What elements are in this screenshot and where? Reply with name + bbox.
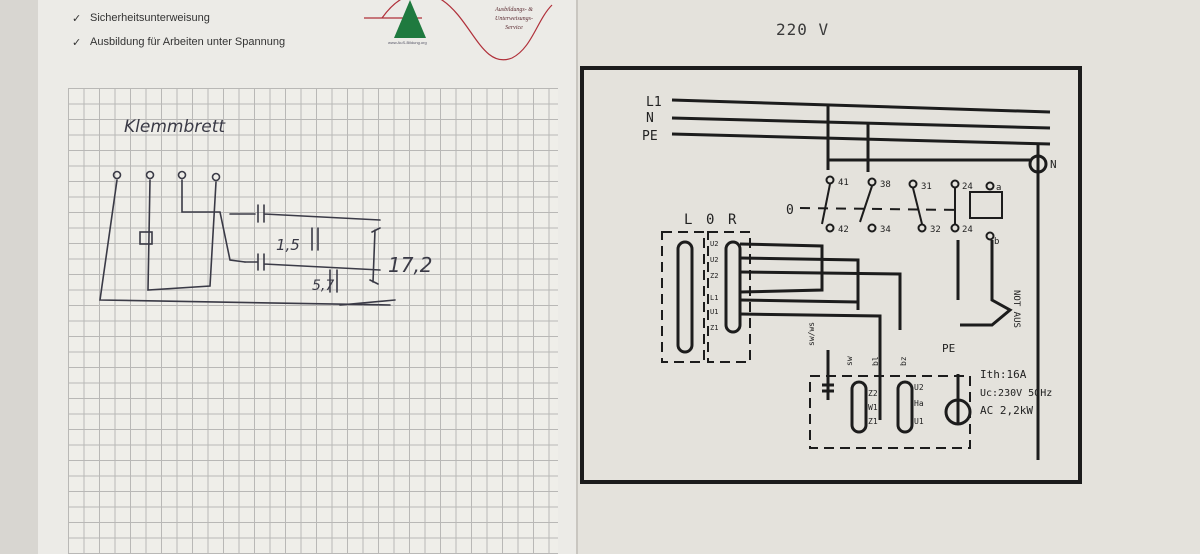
switch-position-label: 0 <box>706 212 714 228</box>
rail-n <box>671 116 1051 130</box>
wire-label: bz <box>899 356 908 366</box>
checklist-item: ✓ Ausbildung für Arbeiten unter Spannung <box>72 30 285 54</box>
voltage-label: 220 V <box>776 20 830 39</box>
logo-triangle-icon <box>394 0 426 38</box>
motor-terminal-label: Z2 <box>868 389 878 398</box>
checklist-item-label: Sicherheitsunterweisung <box>90 12 210 24</box>
contact-label: 31 <box>921 182 932 192</box>
not-aus-label: NOT AUS <box>1011 290 1021 328</box>
rail-label: PE <box>642 129 658 144</box>
motor-terminal-label: U1 <box>914 417 924 426</box>
page-edge <box>0 0 38 554</box>
motor-terminal-label: W1 <box>868 403 878 412</box>
contact-label: b <box>994 237 999 247</box>
sketch-dim-3: 17,2 <box>388 253 433 277</box>
sketch-title: Klemmbrett <box>124 117 226 137</box>
switch-block-left <box>661 231 705 363</box>
motor-terminal-label: Z1 <box>868 417 878 426</box>
graph-paper <box>68 88 558 554</box>
wiring-schematic: L1 N PE N 41 38 31 24 a 42 34 32 24 b 0 … <box>580 66 1082 484</box>
contact-label: 38 <box>880 180 891 190</box>
contact-label: a <box>996 183 1001 193</box>
terminal-label: U1 <box>710 308 718 316</box>
sketch-dim-1: 1,5 <box>276 236 300 254</box>
terminal-label: U2 <box>710 256 718 264</box>
rail-pe <box>671 132 1051 146</box>
pe-label: PE <box>942 342 955 355</box>
logo-text-line: Service <box>505 25 523 31</box>
contact-label: 24 <box>962 225 973 235</box>
right-sheet <box>578 0 1200 554</box>
sketch-terminal <box>211 172 221 182</box>
checklist-item-label: Ausbildung für Arbeiten unter Spannung <box>90 36 286 48</box>
contact-label: 42 <box>838 225 849 235</box>
zero-label: 0 <box>786 203 794 218</box>
neutral-terminal-icon <box>1028 154 1048 174</box>
contact-label: 34 <box>880 225 891 235</box>
sketch-dim-2: 5,7 <box>312 278 334 294</box>
terminal-label: U2 <box>710 240 718 248</box>
coil-icon <box>969 191 1003 219</box>
switch-block-right <box>707 231 751 363</box>
switch-position-label: L <box>684 212 692 228</box>
terminal-label: L1 <box>710 294 718 302</box>
switch-position-label: R <box>728 212 737 228</box>
contact-label: 24 <box>962 182 973 192</box>
checklist: ✓ Sicherheitsunterweisung ✓ Ausbildung für… <box>72 6 285 54</box>
rating-label: Ith:16A <box>980 368 1027 381</box>
switch-cam <box>676 240 694 354</box>
motor-terminal-label: Ha <box>914 399 924 408</box>
rating-label: AC 2,2kW <box>980 404 1033 417</box>
sketch-terminal <box>145 170 155 180</box>
sketch-terminal <box>177 170 187 180</box>
contact-label: 32 <box>930 225 941 235</box>
wire-label: sw <box>845 356 854 366</box>
check-icon: ✓ <box>72 36 82 49</box>
logo-graphic <box>364 0 553 61</box>
rail-label: L1 <box>646 95 662 110</box>
logo-url: www.AuS-Bildung.org <box>388 40 427 45</box>
terminal-label: Z2 <box>710 272 718 280</box>
sketch-terminal <box>112 170 122 180</box>
motor-winding-icon <box>850 380 868 434</box>
rating-label: Uc:230V 50Hz <box>980 388 1052 399</box>
neutral-terminal-label: N <box>1050 158 1057 171</box>
logo-sine-icon <box>381 0 553 61</box>
wire-label: bl <box>871 356 880 366</box>
rail-label: N <box>646 111 654 126</box>
motor-terminal-label: U2 <box>914 383 924 392</box>
check-icon: ✓ <box>72 12 82 25</box>
wire-label: sw/ws <box>807 322 816 346</box>
hand-sketch: Klemmbrett 1,5 5,7 17,2 <box>99 117 433 306</box>
logo-text-line: Unterweisungs- <box>495 16 533 22</box>
contact-label: 41 <box>838 178 849 188</box>
checklist-item: ✓ Sicherheitsunterweisung <box>72 6 285 30</box>
terminal-label: Z1 <box>710 324 718 332</box>
switch-cam <box>724 240 742 334</box>
sketch-component <box>139 231 153 245</box>
motor-winding-icon <box>896 380 914 434</box>
logo-text-line: Ausbildungs- & <box>495 7 533 13</box>
schematic-frame <box>580 66 1082 484</box>
rail-l1 <box>671 98 1051 114</box>
